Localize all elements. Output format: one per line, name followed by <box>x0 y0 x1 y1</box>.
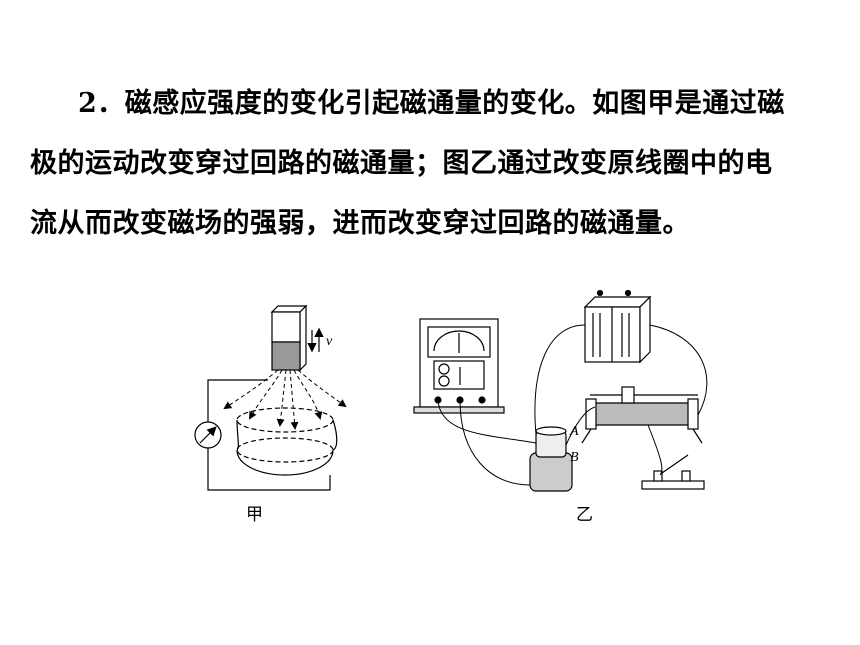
bar-magnet <box>270 304 308 372</box>
nested-coils <box>529 426 573 492</box>
figure-a-magnet-coil: v <box>180 300 360 500</box>
coil <box>236 407 338 476</box>
problem-text: 2．磁感应强度的变化引起磁通量的变化。如图甲是通过磁 极的运动改变穿过回路的磁通… <box>30 74 830 254</box>
figure-a-caption: 甲 <box>246 505 263 525</box>
battery <box>583 289 652 364</box>
figure-a-diagram: v <box>194 304 347 491</box>
text-line-1: 2．磁感应强度的变化引起磁通量的变化。如图甲是通过磁 <box>78 88 785 119</box>
knife-switch <box>641 454 705 490</box>
coil-b-label: B <box>570 450 579 465</box>
figure-b-apparatus: A B <box>410 285 740 500</box>
coil-a-label: A <box>569 424 579 439</box>
figure-b-diagram: A B <box>413 289 708 492</box>
velocity-arrows <box>307 327 324 353</box>
rheostat <box>581 386 703 444</box>
galvanometer-symbol <box>194 421 222 449</box>
velocity-label: v <box>326 334 333 349</box>
circuit-wire <box>207 379 331 491</box>
figure-b-caption: 乙 <box>576 505 593 525</box>
field-lines <box>223 369 347 430</box>
galvanometer <box>413 318 505 414</box>
text-line-2: 极的运动改变穿过回路的磁通量；图乙通过改变原线圈中的电 <box>30 148 773 179</box>
connecting-wires <box>437 324 708 486</box>
text-line-3: 流从而改变磁场的强弱，进而改变穿过回路的磁通量。 <box>30 208 690 239</box>
